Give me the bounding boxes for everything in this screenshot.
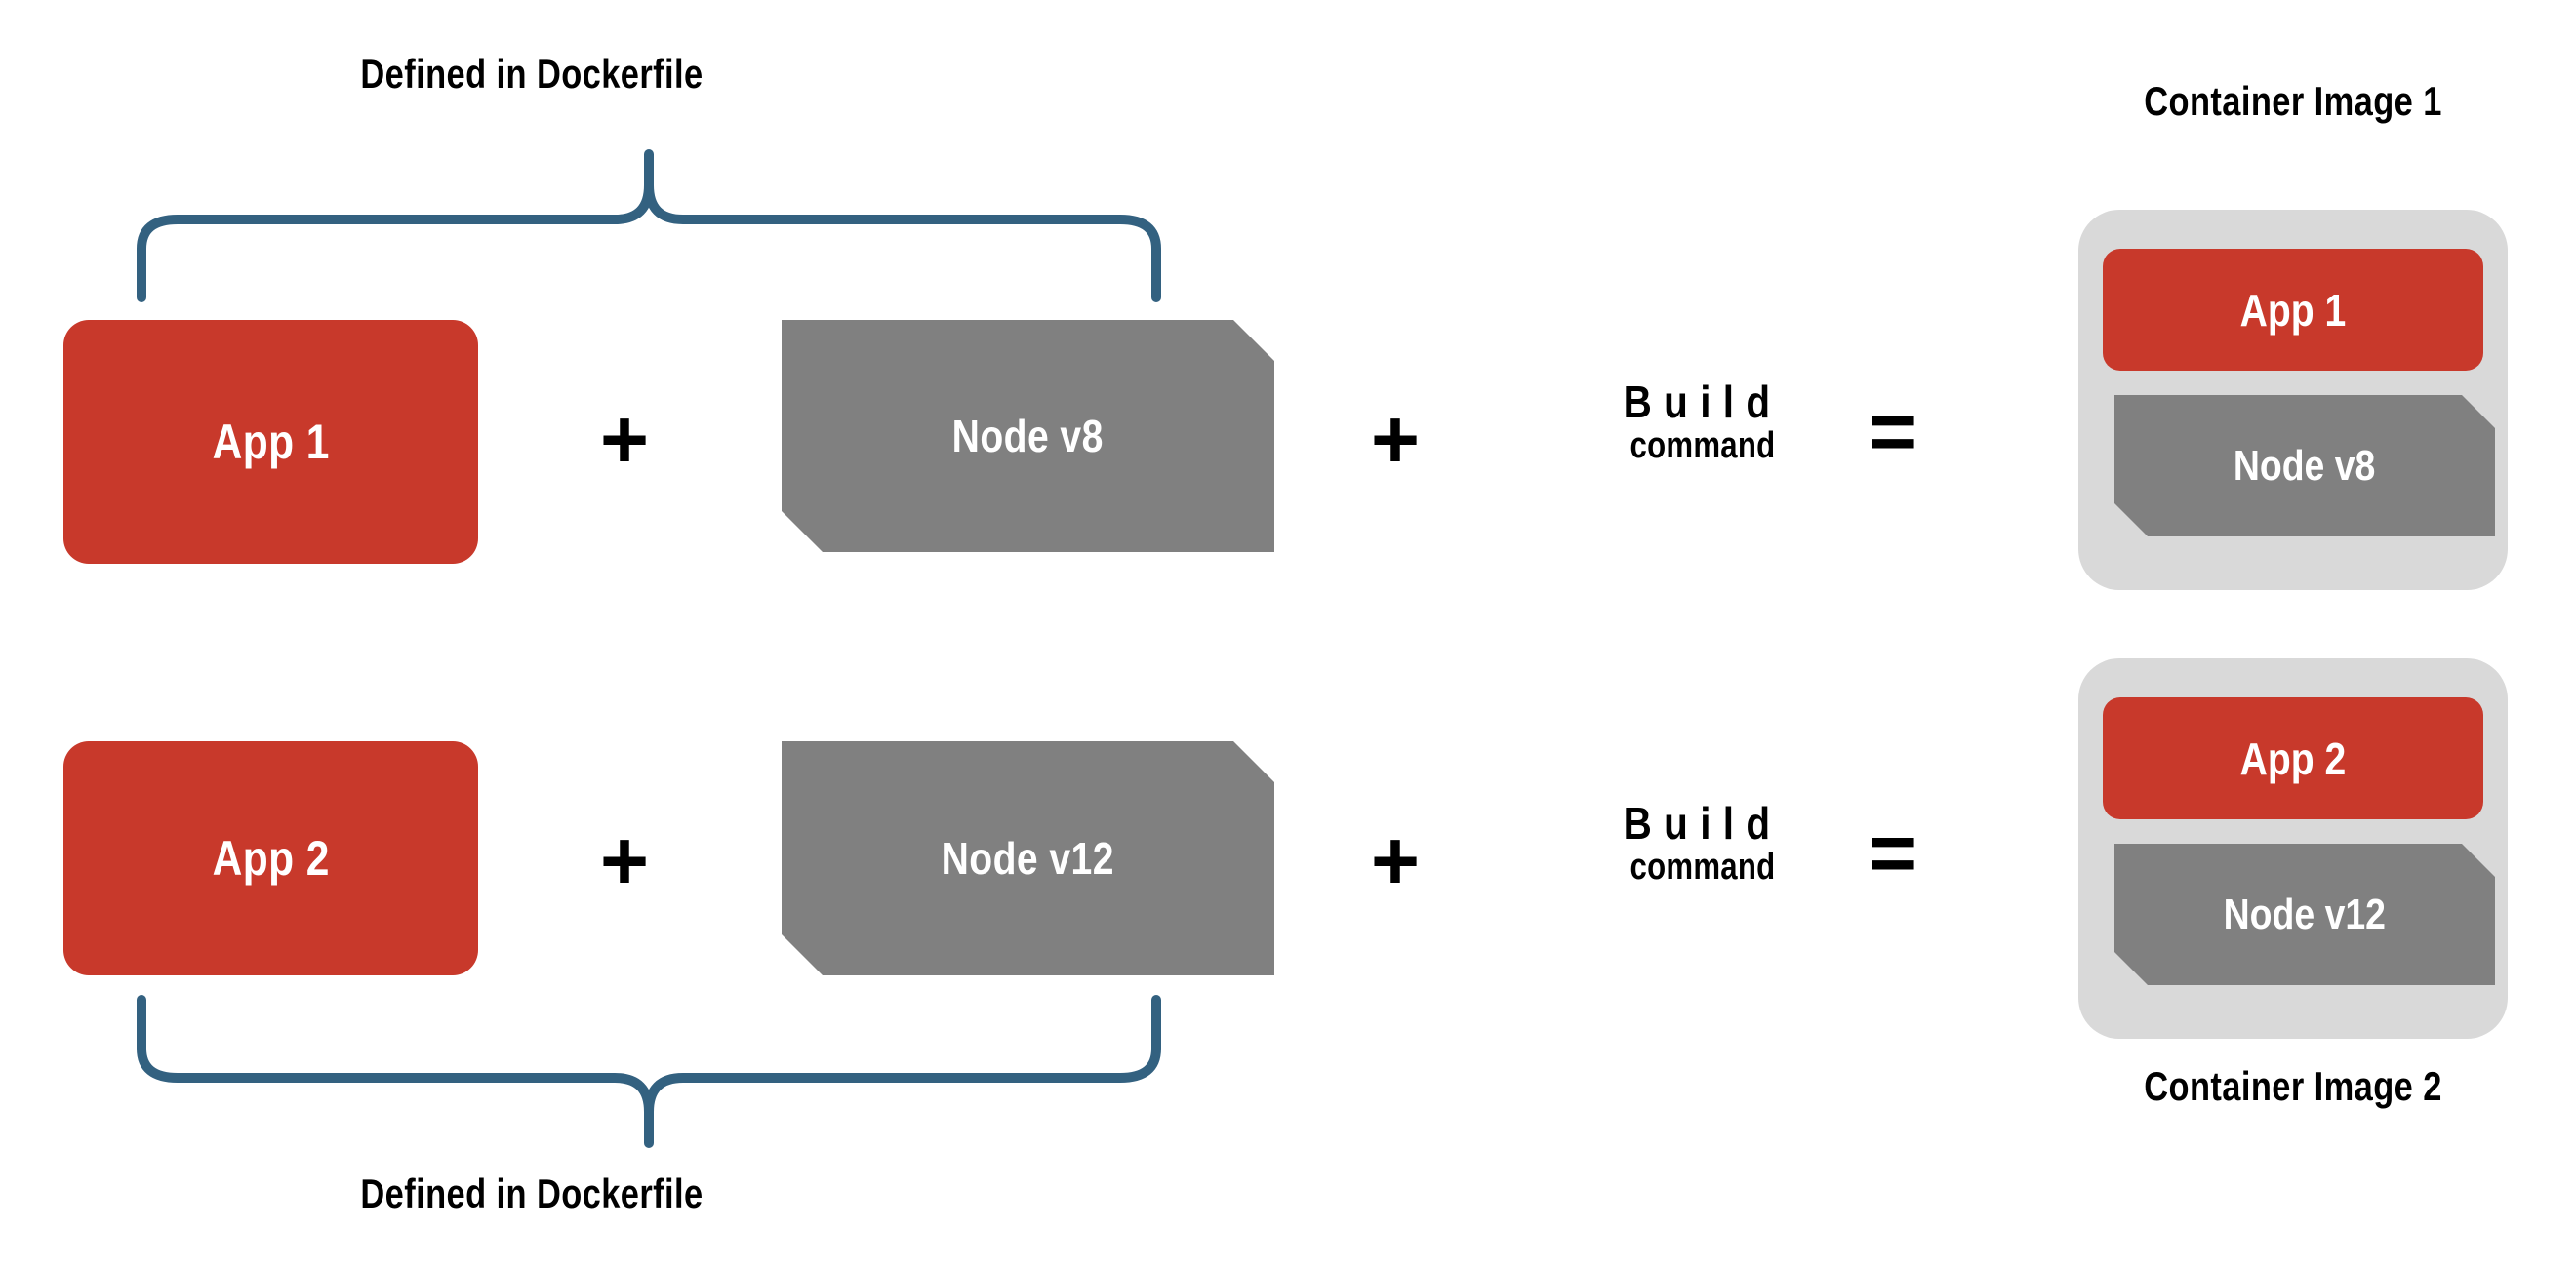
app-block-row1[interactable]: App 1 xyxy=(63,320,478,564)
container-node-layer-label-row1: Node v8 xyxy=(2234,441,2376,490)
build-command-sub-row2: command xyxy=(1630,847,1776,889)
brace-top-svg xyxy=(137,149,1161,302)
container-app-layer-label-row1: App 1 xyxy=(2239,284,2347,336)
container-caption-row1: Container Image 1 xyxy=(2144,78,2442,124)
container-image-box-row1[interactable]: App 1 Node v8 xyxy=(2078,210,2508,590)
container-app-layer-row1[interactable]: App 1 xyxy=(2103,249,2483,371)
build-command-row1: Build command xyxy=(1517,378,1888,468)
container-node-layer-row2[interactable]: Node v12 xyxy=(2114,844,2495,985)
container-node-layer-row1[interactable]: Node v8 xyxy=(2114,395,2495,536)
brace-caption-bottom: Defined in Dockerfile xyxy=(360,1170,704,1216)
app-block-row2[interactable]: App 2 xyxy=(63,741,478,975)
app-block-label-row1: App 1 xyxy=(212,415,330,469)
node-block-row2[interactable]: Node v12 xyxy=(782,741,1274,975)
brace-bottom-svg xyxy=(137,995,1161,1148)
container-caption-row2: Container Image 2 xyxy=(2144,1063,2442,1109)
build-command-row2: Build command xyxy=(1517,800,1888,890)
brace-caption-top: Defined in Dockerfile xyxy=(360,51,704,97)
build-command-main-row2: Build xyxy=(1623,798,1783,849)
node-block-label-row1: Node v8 xyxy=(951,411,1105,461)
app-block-label-row2: App 2 xyxy=(212,831,330,886)
build-command-sub-row1: command xyxy=(1630,425,1776,467)
container-image-box-row2[interactable]: App 2 Node v12 xyxy=(2078,658,2508,1039)
operator-plus-row2-a: + xyxy=(599,814,650,908)
operator-equals-row1: = xyxy=(1868,385,1918,479)
operator-equals-row2: = xyxy=(1868,807,1918,900)
operator-plus-row1-b: + xyxy=(1370,393,1421,487)
operator-plus-row1-a: + xyxy=(599,393,650,487)
build-command-main-row1: Build xyxy=(1623,376,1783,427)
dockerfile-brace-bottom xyxy=(117,995,1181,1151)
node-block-label-row2: Node v12 xyxy=(941,833,1115,884)
node-block-row1[interactable]: Node v8 xyxy=(782,320,1274,552)
dockerfile-brace-top xyxy=(117,146,1181,302)
container-app-layer-label-row2: App 2 xyxy=(2239,733,2347,784)
container-node-layer-label-row2: Node v12 xyxy=(2223,890,2387,938)
operator-plus-row2-b: + xyxy=(1370,814,1421,908)
container-app-layer-row2[interactable]: App 2 xyxy=(2103,697,2483,819)
